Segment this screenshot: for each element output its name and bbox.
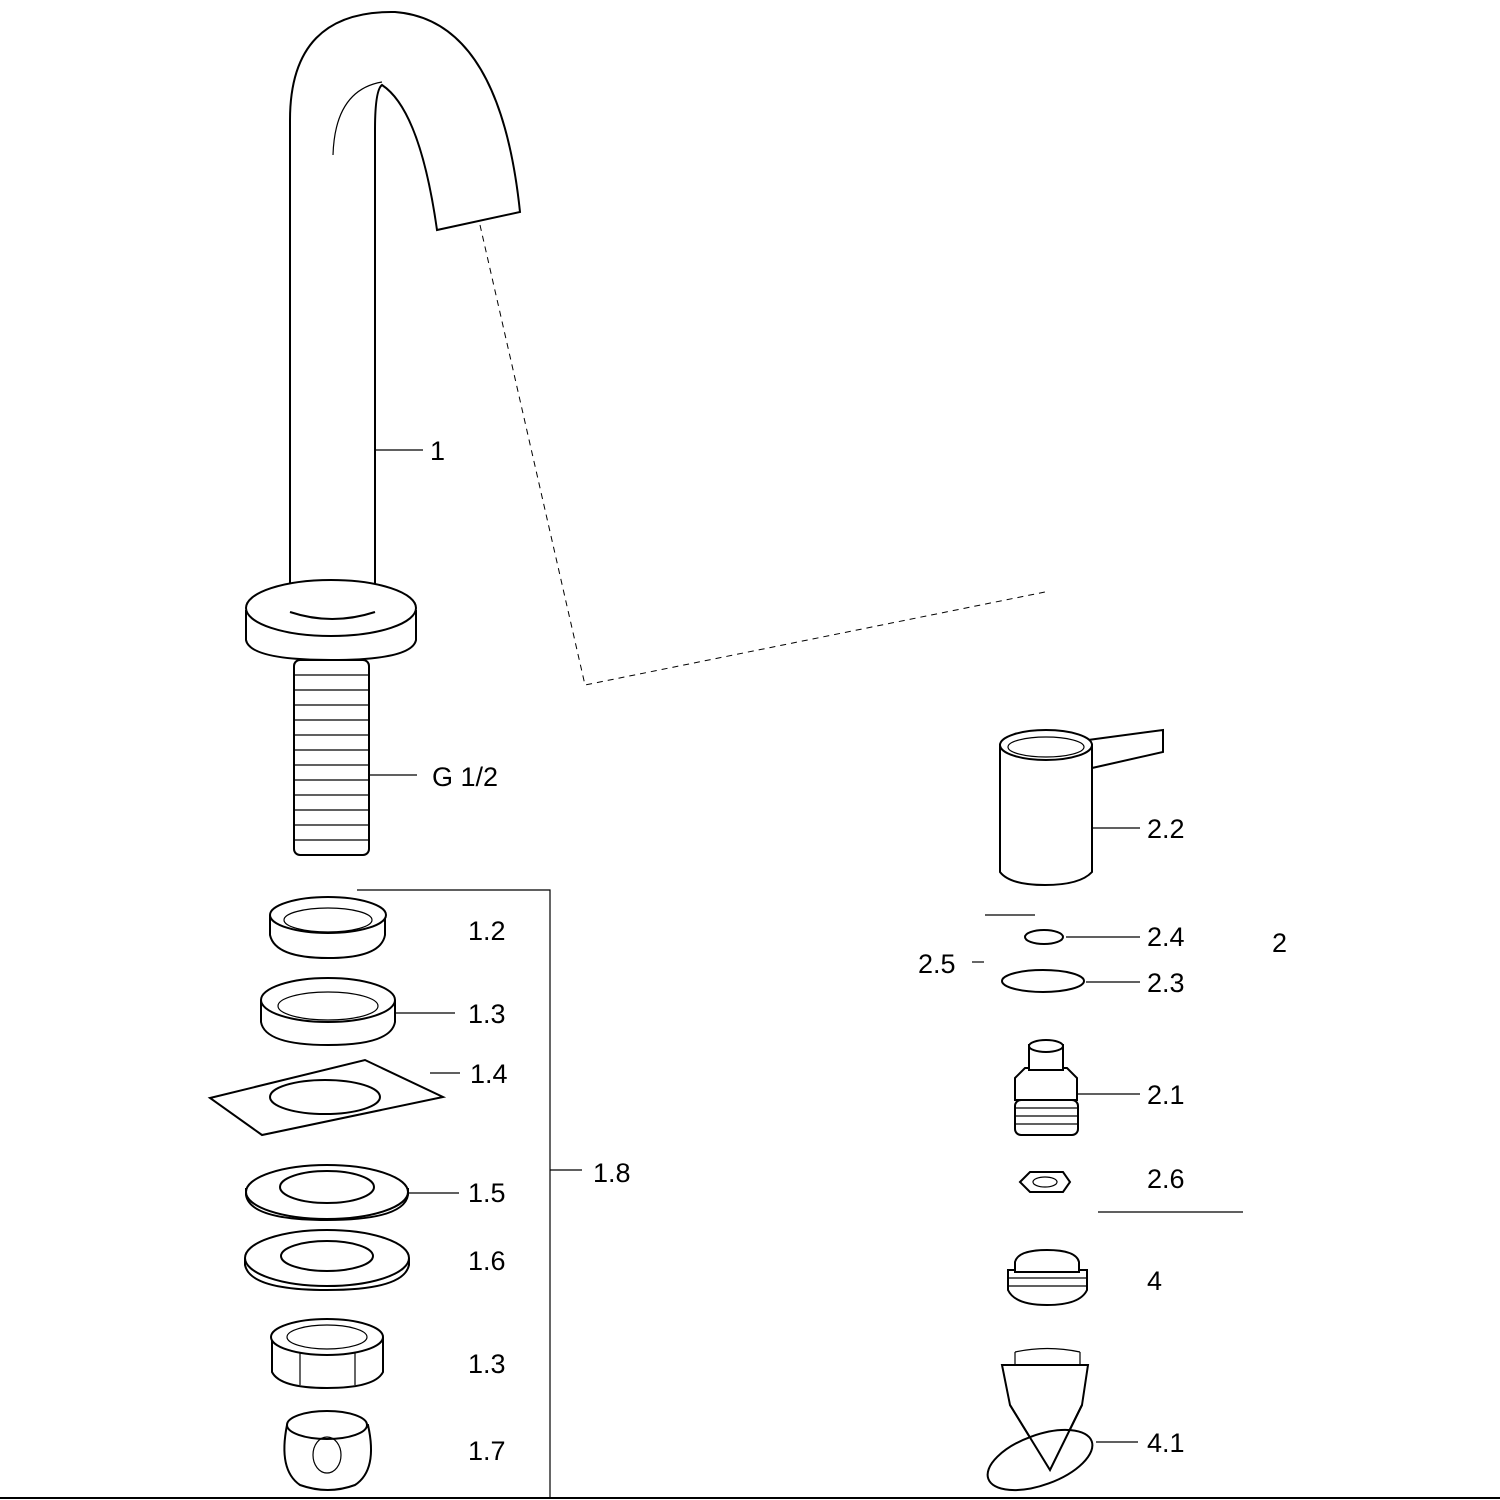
o-ring-2-4 xyxy=(1024,929,1064,945)
washer-1-6 xyxy=(244,1229,410,1292)
nut-1-3 xyxy=(270,1318,384,1390)
label-2-1: 2.1 xyxy=(1147,1080,1185,1110)
label-1-5: 1.5 xyxy=(468,1178,506,1208)
handle-2-2 xyxy=(999,728,1164,887)
label-2-6: 2.6 xyxy=(1147,1164,1185,1194)
part-labels: 1 G 1/2 1.2 1.3 1.4 1.8 1.5 1.6 1.3 1.7 … xyxy=(430,436,1287,1466)
label-4: 4 xyxy=(1147,1266,1162,1296)
spout-part xyxy=(245,10,522,856)
cartridge-2-1 xyxy=(1014,1039,1079,1136)
label-1-2: 1.2 xyxy=(468,916,506,946)
leader-lines xyxy=(357,449,1243,1498)
label-g-1-2: G 1/2 xyxy=(432,762,498,792)
washer-1-5 xyxy=(245,1164,409,1222)
aerator-4 xyxy=(1007,1248,1088,1307)
nut-2-6 xyxy=(1018,1171,1072,1193)
plate-1-4 xyxy=(207,1058,447,1137)
o-ring-2-3 xyxy=(1001,969,1085,993)
olive-1-7 xyxy=(283,1410,372,1491)
ring-1-2 xyxy=(269,896,387,960)
label-1-3: 1.3 xyxy=(468,999,506,1029)
key-4-1 xyxy=(986,1347,1094,1492)
label-1-8: 1.8 xyxy=(593,1158,631,1188)
label-1: 1 xyxy=(430,436,445,466)
label-2-2: 2.2 xyxy=(1147,814,1185,844)
label-1-6: 1.6 xyxy=(468,1246,506,1276)
label-1-7: 1.7 xyxy=(468,1436,506,1466)
label-4-1: 4.1 xyxy=(1147,1428,1185,1458)
label-2-3: 2.3 xyxy=(1147,968,1185,998)
dashed-outline xyxy=(479,224,1046,686)
flange-1-3 xyxy=(260,977,396,1047)
label-1-4: 1.4 xyxy=(470,1059,508,1089)
label-2: 2 xyxy=(1272,928,1287,958)
label-2-4: 2.4 xyxy=(1147,922,1185,952)
label-2-5: 2.5 xyxy=(918,949,956,979)
label-1-3-nut: 1.3 xyxy=(468,1349,506,1379)
